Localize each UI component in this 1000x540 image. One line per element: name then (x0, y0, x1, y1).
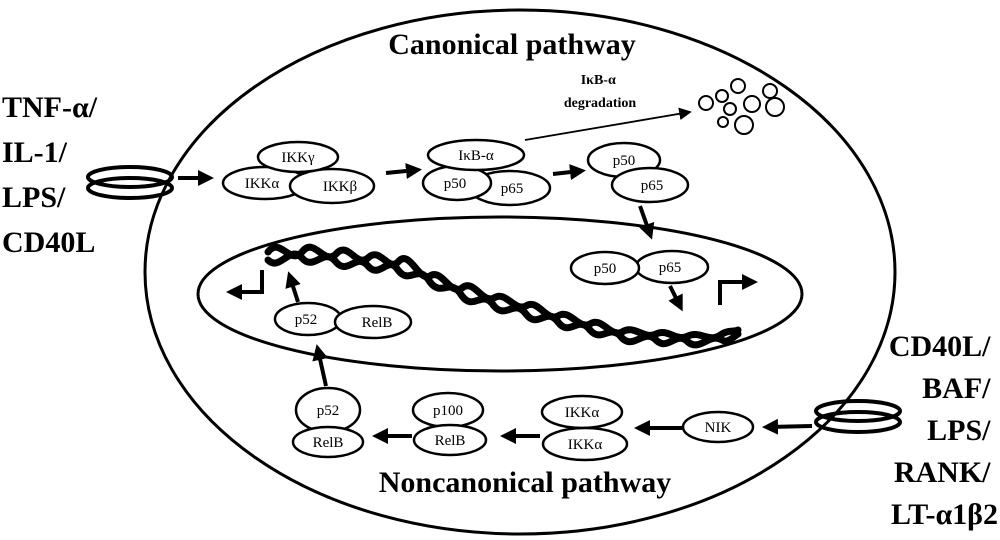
ligand-lps-2: LPS/ (927, 414, 991, 447)
degradation-fragments (698, 78, 785, 135)
ligand-list-canonical: TNF-α/ IL-1/ LPS/ CD40L (2, 91, 105, 259)
p52-label-b: p52 (317, 403, 340, 419)
p52-label-a: p52 (295, 312, 318, 328)
dna-strand-b (264, 250, 742, 349)
ligand-tnf-alpha: TNF-α/ (2, 91, 98, 124)
ligand-baf: BAF/ (922, 372, 991, 405)
relb-label-c: RelB (435, 433, 466, 449)
arrow-ikb-to-degradation (524, 107, 692, 141)
relb-node-c (412, 423, 488, 457)
ligand-il-1: IL-1/ (2, 136, 68, 169)
p50-label-b: p50 (613, 153, 636, 169)
ikk-beta-label: IKKβ (323, 179, 357, 195)
ikk-alpha-label-bottom: IKKα (568, 437, 603, 453)
canonical-pathway-title: Canonical pathway (388, 28, 636, 61)
arrow-p52relb-to-dna (285, 271, 301, 303)
p50-node-c (569, 250, 641, 286)
ligand-cd40l-2: CD40L/ (889, 330, 991, 363)
p100-label: p100 (433, 403, 463, 419)
ligand-lps: LPS/ (2, 181, 66, 214)
ikk-alpha-label-top: IKKα (565, 405, 600, 421)
arrow-receptor-to-nik (762, 418, 813, 435)
ligand-lt-alpha1beta2: LT-α1β2 (891, 498, 998, 531)
ikb-alpha-node (426, 138, 526, 172)
relb-label-b: RelB (313, 435, 344, 451)
cell-membrane (143, 8, 897, 536)
receptor-noncanonical (814, 399, 902, 434)
ligand-list-noncanonical: CD40L/ BAF/ LPS/ RANK/ LT-α1β2 (889, 330, 998, 531)
relb-node-b (291, 425, 365, 459)
free-nfkb-dimer: p50 p65 (586, 141, 690, 204)
ikb-alpha-label: IκB-α (458, 148, 494, 164)
transcription-arrow-right (718, 274, 758, 305)
relb-label-a: RelB (362, 315, 393, 331)
ikk-beta-node (288, 167, 376, 205)
ikk-complex: IKKγ IKKα IKKβ (221, 140, 376, 205)
degradation-label-line2: degradation (564, 96, 637, 111)
p50-label-c: p50 (594, 261, 617, 277)
nuclear-nfkb-dimer: p50 p65 (569, 249, 710, 286)
nik-node (681, 410, 755, 444)
dna-helix (264, 243, 742, 349)
transcription-arrow-left (226, 270, 264, 300)
nik-label: NIK (705, 420, 732, 436)
arrow-dimer-to-nucleus (638, 205, 655, 240)
ikb-nfkb-complex: IκB-α p50 p65 (421, 138, 552, 207)
nucleus (196, 215, 804, 373)
ligand-cd40l: CD40L (2, 226, 95, 259)
ligand-rank: RANK/ (894, 456, 991, 489)
noncanonical-pathway-title: Noncanonical pathway (379, 466, 672, 499)
dna-strand-a (264, 243, 742, 342)
cytoplasmic-p52-relb-dimer: p52 RelB (291, 386, 365, 459)
p65-label-a: p65 (501, 181, 524, 197)
receptor-canonical (86, 165, 174, 200)
p65-label-b: p65 (641, 178, 664, 194)
arrow-ikb-to-dimer (552, 164, 586, 181)
relb-node-a (333, 304, 413, 340)
ikk-alpha-label: IKKα (245, 176, 280, 192)
ikk-alpha-node-bottom (541, 426, 629, 462)
arrow-ikk-to-ikb (385, 163, 422, 179)
arrow-nfkb-to-dna (668, 285, 683, 312)
ikk-gamma-node (256, 140, 340, 174)
nuclear-p52-relb-dimer: p52 RelB (273, 301, 413, 340)
ikk-gamma-label: IKKγ (281, 150, 315, 166)
p100-relb-complex: p100 RelB (411, 391, 488, 457)
arrow-p52-to-nucleus (312, 344, 328, 387)
ikk-alpha-homodimer: IKKα IKKα (540, 394, 629, 462)
degradation-label: IκB-α degradation (564, 73, 637, 111)
degradation-label-line1: IκB-α (581, 73, 616, 88)
p65-node-b (610, 166, 690, 204)
nik-complex: NIK (681, 410, 755, 444)
p65-label-c: p65 (659, 260, 682, 276)
p50-label-a: p50 (444, 176, 467, 192)
